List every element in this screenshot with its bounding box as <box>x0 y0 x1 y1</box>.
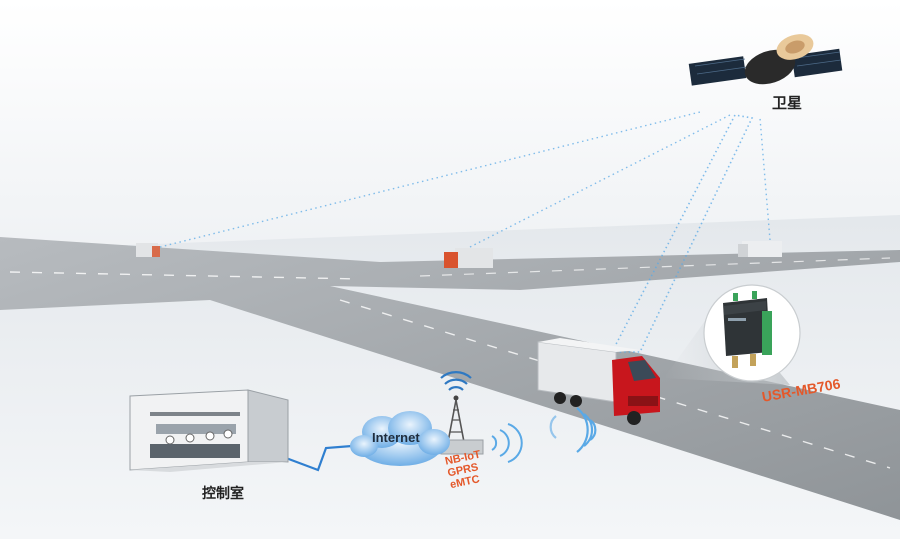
satellite-label: 卫星 <box>772 95 803 112</box>
signal-beam-main-truck <box>610 114 754 353</box>
truck-icon-far-middle <box>444 248 493 268</box>
internet-label: Internet <box>372 430 420 445</box>
signal-wave-icon-tower-right <box>491 423 523 463</box>
signal-beams <box>159 111 771 353</box>
satellite-icon <box>688 34 843 86</box>
control-room-label: 控制室 <box>202 485 244 501</box>
signal-wave-icon-tower-top <box>440 371 472 391</box>
truck-icon-far-left <box>136 243 160 257</box>
signal-beam-truck-right <box>759 117 771 241</box>
control-room-icon <box>129 389 289 472</box>
network-types-list: NB-IoT GPRS eMTC <box>444 449 487 492</box>
signal-beam-truck-middle <box>469 114 731 248</box>
router-device-icon <box>723 291 772 368</box>
network-link <box>285 444 353 472</box>
signal-wave-icon-truck <box>549 407 597 453</box>
cloud-icon <box>350 411 450 466</box>
truck-icon-far-right <box>738 241 782 257</box>
truck-icon-main <box>537 338 660 425</box>
